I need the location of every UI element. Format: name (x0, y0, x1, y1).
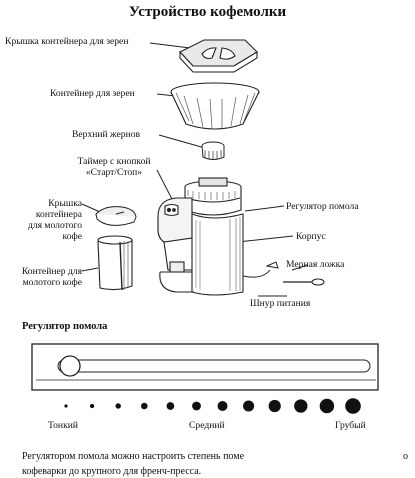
regulator-slider-knob[interactable] (59, 355, 81, 377)
grind-dot (243, 400, 255, 412)
regulator-track (57, 359, 371, 373)
grind-dot (268, 399, 281, 413)
grind-dot (166, 402, 175, 410)
leader-bean-lid (149, 42, 191, 49)
regulator-frame (31, 343, 379, 391)
label-ground-lid-line3: для молотого (27, 220, 82, 231)
label-timer-line1: Таймер с кнопкой (77, 156, 151, 167)
scale-label-medium: Средний (189, 420, 225, 431)
ground-container-drawing (97, 235, 133, 291)
label-ground-container-line2: молотого кофе (22, 277, 82, 288)
leader-ground-lid (81, 203, 101, 213)
label-power-cord: Шнур питания (250, 298, 311, 309)
scale-label-fine: Тонкий (48, 420, 78, 431)
scale-label-coarse: Грубый (335, 420, 366, 431)
description-line-1: Регулятором помола можно настроить степе… (22, 451, 245, 462)
ground-lid-drawing (95, 206, 137, 226)
grind-dot (64, 404, 68, 408)
grind-dot (89, 403, 95, 409)
regulator-heading: Регулятор помола (22, 321, 108, 332)
grind-dot (141, 402, 148, 410)
bean-lid-drawing (179, 39, 258, 73)
description-trail: о (403, 451, 408, 462)
leader-grind-regulator (244, 205, 285, 212)
grind-dot (294, 399, 308, 413)
label-bean-lid: Крышка контейнера для зерен (5, 36, 129, 47)
label-measuring-spoon: Мерная ложка (286, 259, 345, 270)
description-line-2: кофеварки до крупного для френч-пресса. (22, 466, 202, 477)
leader-upper-burr (158, 134, 206, 149)
label-ground-lid-line1: Крышка (48, 198, 82, 209)
label-ground-lid-line2: контейнера (35, 209, 82, 220)
grind-dot (192, 401, 201, 411)
grind-dot (345, 398, 361, 414)
label-grind-regulator: Регулятор помола (286, 201, 359, 212)
grinder-body-drawing (157, 177, 244, 296)
label-body: Корпус (296, 231, 326, 242)
label-ground-lid: Крышка контейнера для молотого кофе (12, 198, 82, 242)
grind-dot (217, 401, 228, 411)
label-timer-line2: «Старт/Стоп» (85, 167, 143, 178)
label-ground-container-line1: Контейнер для (21, 266, 82, 277)
grind-size-dots (64, 398, 361, 414)
cord-and-spoon-drawing (242, 261, 325, 286)
label-bean-container: Контейнер для зерен (50, 88, 135, 99)
upper-burr-drawing (201, 141, 225, 160)
bean-container-drawing (170, 82, 260, 130)
page-title: Устройство кофемолки (128, 4, 287, 20)
label-upper-burr: Верхний жернов (72, 129, 141, 140)
regulator-scale (31, 343, 379, 414)
label-timer: Таймер с кнопкой «Старт/Стоп» (58, 156, 170, 178)
label-ground-lid-line4: кофе (62, 231, 82, 242)
grind-dot (319, 398, 335, 414)
label-ground-container: Контейнер для молотого кофе (2, 266, 82, 288)
leader-ground-container (81, 267, 99, 272)
grind-dot (115, 403, 121, 409)
leader-measuring-spoon (291, 264, 309, 271)
